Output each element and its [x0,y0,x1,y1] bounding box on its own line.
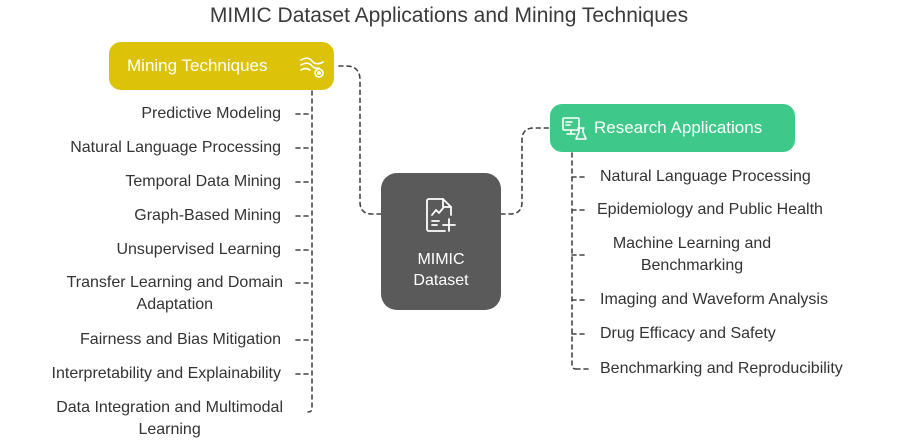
research-item-label: Natural Language Processing [600,168,811,185]
research-item-label: Drug Efficacy and Safety [600,325,776,342]
research-item: Machine Learning and Benchmarking [600,233,784,277]
center-label-line1: MIMIC [417,251,465,268]
research-item: Drug Efficacy and Safety [600,323,776,345]
monitor-flask-icon [560,114,588,142]
mining-item-label: Graph-Based Mining [134,207,281,224]
mining-item: Data Integration and Multimodal Learning [56,397,283,441]
research-spine [571,152,577,370]
research-applications-node: Research Applications [550,104,795,152]
mining-item: Graph-Based Mining [134,205,281,227]
center-label-line2: Dataset [413,272,469,289]
mining-item: Unsupervised Learning [116,239,281,261]
mining-item-label: Natural Language Processing [70,139,281,156]
mining-item-label: Temporal Data Mining [125,173,281,190]
research-item: Epidemiology and Public Health [597,199,823,221]
mimic-dataset-node: MIMIC Dataset [381,173,501,310]
research-item-label: Benchmarking [640,257,744,274]
mining-techniques-node: Mining Techniques [109,42,334,90]
mining-techniques-label: Mining Techniques [127,56,268,75]
research-item: Benchmarking and Reproducibility [600,358,843,380]
research-item-label: Benchmarking and Reproducibility [600,360,843,377]
document-plus-icon [419,193,463,237]
mining-item: Interpretability and Explainability [52,363,281,385]
mining-item: Fairness and Bias Mitigation [80,329,281,351]
mining-item-label: Interpretability and Explainability [51,365,281,382]
mining-item-label: Adaptation [136,296,214,313]
mining-item-label: Transfer Learning and Domain [66,274,283,291]
mining-item-label: Unsupervised Learning [116,241,281,258]
connector-center-research [500,127,551,215]
mining-item: Predictive Modeling [141,103,281,125]
research-item: Natural Language Processing [600,166,811,188]
connector-center-mining [334,65,382,215]
mining-spine [307,90,313,413]
mining-item-label: Data Integration and Multimodal [56,399,283,416]
research-item-label: Imaging and Waveform Analysis [600,291,828,308]
mining-item-label: Predictive Modeling [141,105,281,122]
mining-item: Transfer Learning and Domain Adaptation [67,272,283,316]
diagram-title: MIMIC Dataset Applications and Mining Te… [209,4,689,27]
wind-gear-icon [298,52,326,80]
mining-item-label: Fairness and Bias Mitigation [80,331,281,348]
research-item: Imaging and Waveform Analysis [600,289,828,311]
mining-item: Temporal Data Mining [125,171,281,193]
research-item-label: Machine Learning and [612,235,772,252]
mining-item: Natural Language Processing [70,137,281,159]
research-item-label: Epidemiology and Public Health [597,201,823,218]
research-applications-label: Research Applications [594,118,763,137]
mining-item-label: Learning [138,421,201,438]
